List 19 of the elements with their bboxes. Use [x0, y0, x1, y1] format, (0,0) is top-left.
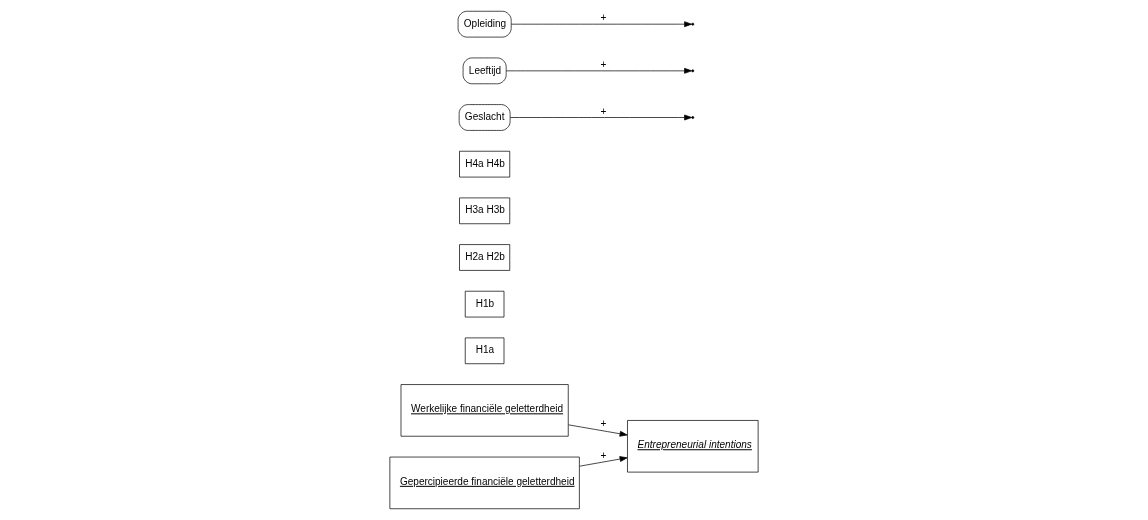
arrow — [568, 424, 628, 437]
edge-label: + — [600, 12, 607, 24]
node-box: H2a H2b — [459, 244, 511, 271]
edge-label: + — [600, 418, 607, 430]
edge-label: + — [600, 105, 607, 117]
node-box: Entrepreneurial intentions — [627, 420, 759, 473]
node-box: Opleiding — [457, 10, 512, 38]
node-box: Geslacht — [458, 104, 511, 131]
arrow — [579, 456, 628, 467]
arrow — [509, 114, 693, 121]
node-box: Gepercipieerde financiële geletterdheid — [389, 456, 580, 510]
node-box: H3a H3b — [459, 197, 511, 225]
edge-label: + — [600, 450, 607, 462]
node-box: H1a — [464, 337, 505, 365]
edge-label: + — [600, 59, 607, 71]
node-box: Werkelijke financiële geletterdheid — [400, 384, 569, 437]
node-box: Leeftijd — [462, 57, 507, 85]
node-box: H1b — [464, 290, 505, 318]
node-box: H4a H4b — [459, 150, 511, 178]
